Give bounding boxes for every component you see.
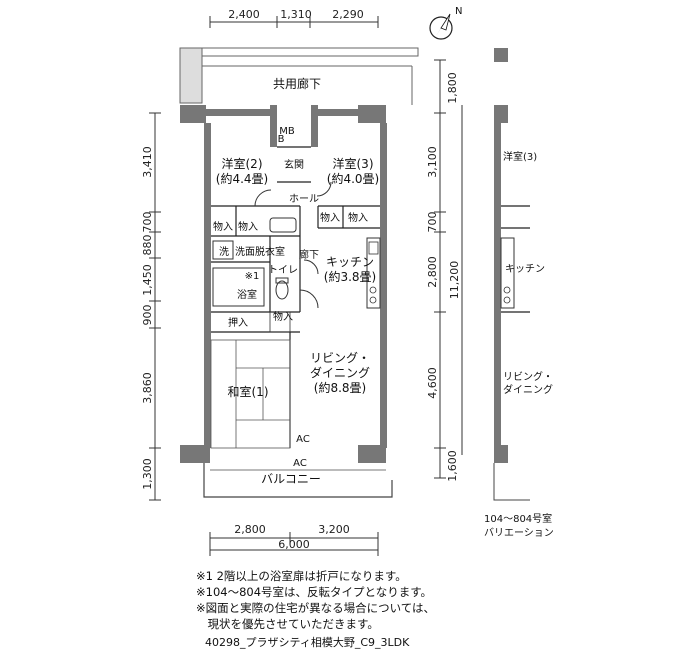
- living-label-line1: リビング・: [310, 351, 370, 365]
- variation-living-line2: ダイニング: [503, 383, 553, 396]
- meter-box-b-label: B: [278, 134, 285, 145]
- left-dimensions: 3,410 700 880 1,450 900 3,860 1,300: [141, 112, 161, 501]
- balcony-label: バルコニー: [261, 472, 321, 486]
- storage-label-3: 物入: [320, 211, 340, 224]
- note-4: 現状を優先させていただきます。: [196, 617, 379, 631]
- dim-left-5: 900: [141, 305, 154, 326]
- ac-label-2: AC: [293, 458, 307, 469]
- variation-label-line2: バリエーション: [484, 527, 554, 539]
- door-swings: [254, 181, 332, 309]
- entrance-label: 玄関: [284, 158, 304, 171]
- shared-corridor: 共用廊下: [179, 47, 419, 105]
- dim-right-1: 1,800: [446, 72, 459, 104]
- washroom-label: 洗面脱衣室: [235, 245, 285, 258]
- hallway-label: 廊下: [299, 248, 319, 261]
- ac-label-1: AC: [296, 434, 310, 445]
- storage-label-2: 物入: [238, 220, 258, 233]
- note-3: ※図面と実際の住宅が異なる場合については、: [196, 601, 436, 615]
- corridor-label: 共用廊下: [273, 76, 321, 91]
- notes: ※1 2階以上の浴室扉は折戸になります。 ※104～804号室は、反転タイプとな…: [196, 568, 676, 632]
- note-1: ※1 2階以上の浴室扉は折戸になります。: [196, 569, 407, 583]
- dim-top-2: 1,310: [280, 8, 312, 21]
- bath-label: 浴室: [237, 288, 257, 301]
- balcony: バルコニー: [203, 463, 393, 498]
- laundry-label: 洗: [219, 246, 229, 258]
- dim-top-1: 2,400: [228, 8, 260, 21]
- note-mark-label: ※1: [245, 271, 260, 282]
- bath-fixtures: [212, 217, 297, 333]
- living-size: (約8.8畳): [314, 380, 366, 395]
- north-compass: N: [429, 6, 462, 40]
- plan-caption: 40298_プラザシティ相模大野_C9_3LDK: [205, 636, 410, 649]
- dim-bottom-2: 3,200: [318, 523, 350, 536]
- storage-label-4: 物入: [348, 211, 368, 224]
- note-2: ※104～804号室は、反転タイプとなります。: [196, 585, 433, 599]
- storage-label-1: 物入: [213, 220, 233, 233]
- variation-label-line1: 104～804号室: [484, 512, 552, 525]
- dim-bottom-1: 2,800: [234, 523, 266, 536]
- compass-north-label: N: [455, 6, 462, 17]
- dim-left-6: 3,860: [141, 372, 154, 404]
- western-room-3-name: 洋室(3): [333, 156, 374, 171]
- outer-walls: [180, 105, 387, 463]
- western-room-3-size: (約4.0畳): [327, 171, 379, 186]
- closet-label: 押入: [228, 316, 248, 329]
- dim-bottom-total: 6,000: [278, 538, 310, 551]
- hall-label: ホール: [289, 193, 319, 205]
- kitchen-size: (約3.8畳): [324, 269, 376, 284]
- variation-kitchen: キッチン: [505, 263, 545, 275]
- japanese-room-name: 和室(1): [228, 384, 269, 399]
- living-label-line2: ダイニング: [310, 365, 370, 380]
- tatami-pattern: [210, 339, 291, 449]
- dim-right-3: 700: [426, 212, 439, 233]
- variation-plan: 洋室(3) キッチン リビング・ ダイニング 104～804号室 バリエーション: [484, 48, 554, 539]
- variation-living-line1: リビング・: [503, 370, 553, 383]
- dim-right-4: 2,800: [426, 256, 439, 288]
- kitchen-counter: [366, 237, 381, 309]
- dim-top-3: 2,290: [332, 8, 364, 21]
- dim-left-2: 700: [141, 212, 154, 233]
- variation-western-3: 洋室(3): [503, 150, 537, 163]
- bottom-dimensions: 2,800 3,200 6,000: [209, 523, 379, 556]
- dim-left-7: 1,300: [141, 458, 154, 490]
- dim-right-2: 3,100: [426, 146, 439, 178]
- dim-left-1: 3,410: [141, 146, 154, 178]
- dim-left-3: 880: [141, 235, 154, 256]
- western-room-2-size: (約4.4畳): [216, 171, 268, 186]
- room-labels: 洋室(2) (約4.4畳) 洋室(3) (約4.0畳) 玄関 ホール B MB …: [213, 126, 379, 469]
- storage-label-5: 物入: [273, 310, 293, 323]
- right-dimensions: 1,800 3,100 700 2,800 4,600 1,600 11,200: [426, 59, 463, 482]
- meter-box-label: MB: [279, 126, 295, 137]
- dim-right-total: 11,200: [448, 261, 461, 300]
- toilet-label: トイレ: [268, 265, 298, 276]
- dim-right-6: 1,600: [446, 450, 459, 482]
- kitchen-name: キッチン: [326, 255, 374, 269]
- dim-left-4: 1,450: [141, 264, 154, 296]
- dim-right-5: 4,600: [426, 367, 439, 399]
- top-dimensions: 2,400 1,310 2,290: [209, 8, 379, 28]
- western-room-2-name: 洋室(2): [222, 156, 263, 171]
